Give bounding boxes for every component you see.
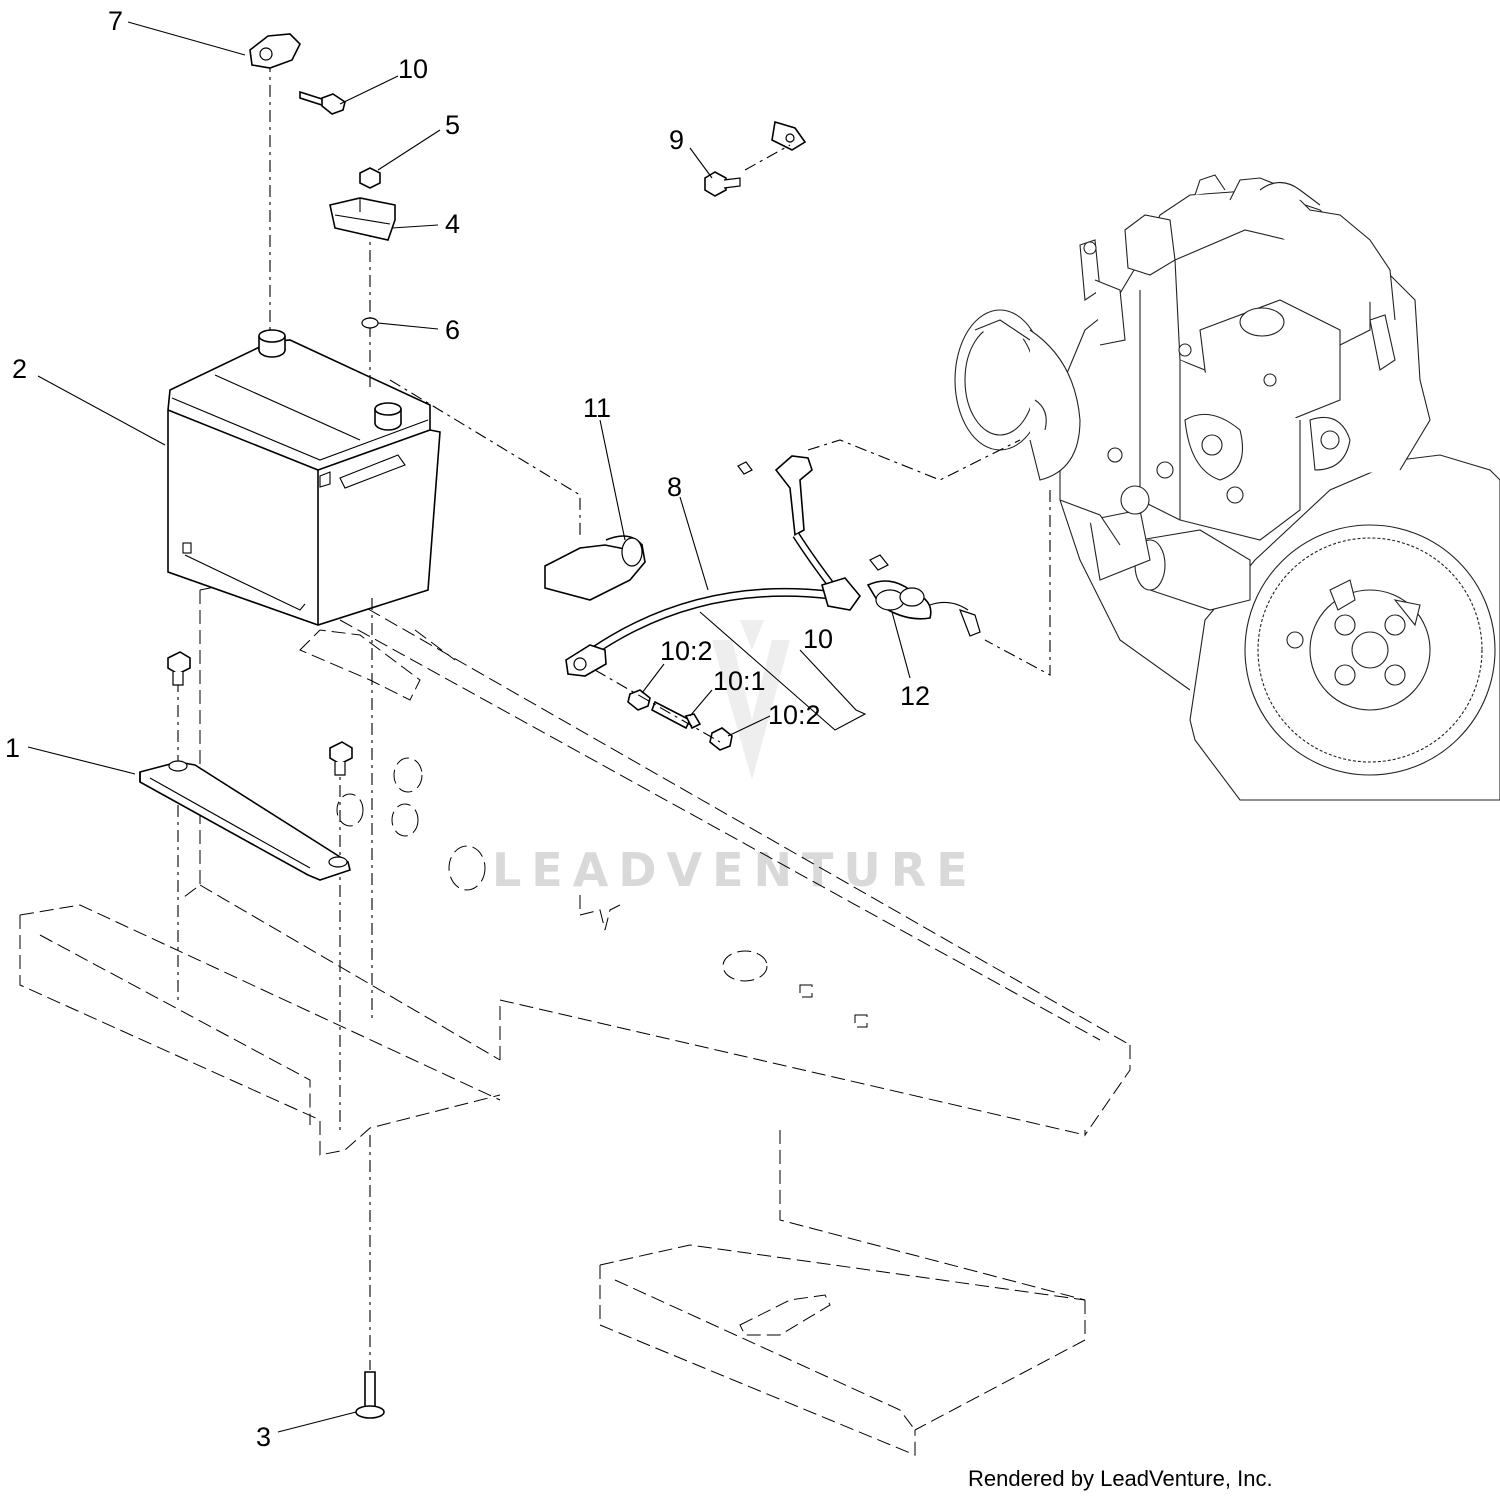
starter-terminal-bolt[interactable] bbox=[704, 171, 741, 197]
wire-harness[interactable] bbox=[737, 455, 981, 637]
terminal-boot[interactable] bbox=[544, 535, 646, 601]
render-credit: Rendered by LeadVenture, Inc. bbox=[968, 1466, 1273, 1491]
battery-terminal-positive-icon bbox=[258, 329, 286, 358]
callout-10-2-upper: 10:2 bbox=[660, 636, 713, 666]
callout-2: 2 bbox=[12, 354, 27, 384]
negative-battery-cable[interactable] bbox=[565, 587, 831, 677]
battery-hold-down-bracket[interactable] bbox=[139, 760, 351, 881]
hex-nut[interactable] bbox=[359, 167, 381, 189]
engine-assembly bbox=[954, 174, 1500, 801]
callout-4: 4 bbox=[445, 209, 460, 239]
lock-washer[interactable] bbox=[361, 317, 379, 329]
battery-clamp[interactable] bbox=[329, 197, 396, 241]
terminal-bolt-top[interactable] bbox=[299, 90, 346, 115]
callout-10-group: 10 bbox=[803, 624, 833, 654]
callout-10-top: 10 bbox=[398, 54, 428, 84]
battery[interactable] bbox=[167, 329, 441, 626]
callouts: 7 10 5 9 4 6 2 11 8 10 10:2 10:1 10:2 12… bbox=[5, 6, 930, 1452]
battery-terminal-negative-icon bbox=[374, 402, 402, 431]
callout-11: 11 bbox=[583, 393, 611, 423]
callout-7: 7 bbox=[108, 6, 123, 36]
carriage-bolt[interactable] bbox=[355, 1371, 385, 1419]
watermark-text: LEADVENTURE bbox=[492, 843, 978, 897]
j-bolt-left[interactable] bbox=[167, 651, 191, 686]
callout-10-2-lower: 10:2 bbox=[768, 700, 821, 730]
callout-1: 1 bbox=[5, 733, 20, 763]
leadventure-logo-icon bbox=[712, 620, 790, 780]
j-bolt-right[interactable] bbox=[329, 741, 353, 776]
callout-5: 5 bbox=[445, 110, 460, 140]
terminal-bolt-assembly[interactable] bbox=[627, 689, 733, 751]
callout-9: 9 bbox=[669, 125, 684, 155]
callout-10-1: 10:1 bbox=[713, 666, 766, 696]
callout-6: 6 bbox=[445, 315, 460, 345]
frame-chassis bbox=[19, 569, 1131, 1456]
callout-12: 12 bbox=[900, 681, 930, 711]
positive-battery-cable[interactable] bbox=[249, 10, 807, 151]
leader-lines bbox=[27, 21, 911, 1433]
callout-8: 8 bbox=[667, 472, 682, 502]
callout-3: 3 bbox=[256, 1422, 271, 1452]
